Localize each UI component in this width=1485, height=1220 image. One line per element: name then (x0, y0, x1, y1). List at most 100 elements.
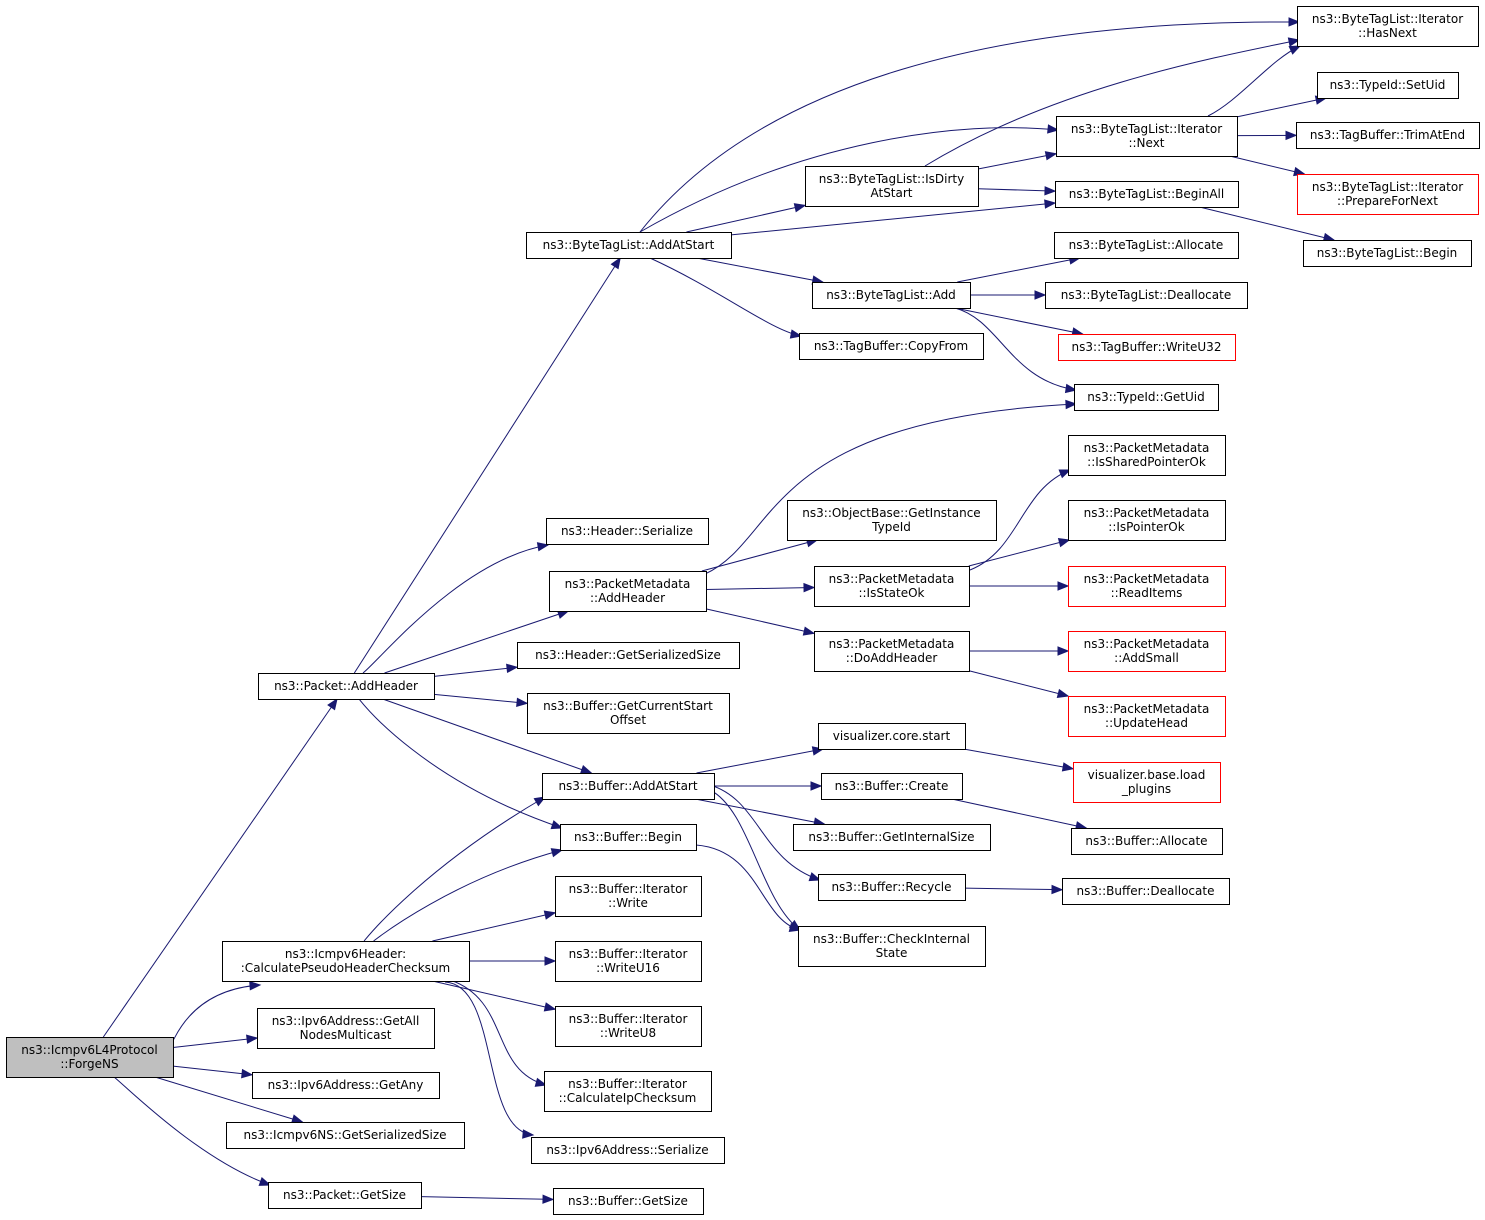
edges-layer (102, 17, 1336, 1204)
node-buf-getinternal[interactable]: ns3::Buffer::GetInternalSize (793, 824, 991, 851)
node-buf-create[interactable]: ns3::Buffer::Create (821, 773, 963, 800)
node-label: ::UpdateHead (1105, 716, 1188, 730)
node-ipv6-serialize[interactable]: ns3::Ipv6Address::Serialize (531, 1137, 725, 1164)
node-label: visualizer.core.start (833, 729, 951, 743)
edge-arrowhead-pm_doaddheader-to-pm_addsmall (1057, 646, 1070, 656)
edge-calc-to-buf_addatstart (363, 796, 546, 942)
node-tb-copyfrom[interactable]: ns3::TagBuffer::CopyFrom (799, 333, 984, 360)
node-box (555, 941, 702, 982)
node-label: ns3::Header::GetSerializedSize (535, 648, 721, 662)
node-bti-next[interactable]: ns3::ByteTagList::Iterator::Next (1056, 116, 1238, 157)
node-buf-addatstart[interactable]: ns3::Buffer::AddAtStart (542, 773, 715, 800)
edge-arrowhead-pm_doaddheader-to-pm_updatehead (1056, 688, 1070, 698)
edge-btl_add-to-typeid_getuid (954, 307, 1077, 391)
node-label: ::Write (608, 896, 648, 910)
node-label: ns3::Buffer::Iterator (569, 947, 688, 961)
node-vis-start[interactable]: visualizer.core.start (818, 723, 966, 750)
node-getany[interactable]: ns3::Ipv6Address::GetAny (252, 1072, 440, 1099)
node-box (1068, 500, 1226, 541)
node-pm-addheader[interactable]: ns3::PacketMetadata::AddHeader (549, 571, 707, 612)
node-buf-getsize[interactable]: ns3::Buffer::GetSize (553, 1188, 704, 1215)
node-label: State (876, 946, 908, 960)
node-bti-prepare[interactable]: ns3::ByteTagList::Iterator::PrepareForNe… (1297, 174, 1479, 215)
edge-arrowhead-btl_isdirty-to-bti_hasnext (1287, 37, 1301, 47)
node-it-write[interactable]: ns3::Buffer::Iterator::Write (555, 876, 702, 917)
edge-forge-to-calc (172, 984, 261, 1041)
node-tb-trimatend[interactable]: ns3::TagBuffer::TrimAtEnd (1296, 122, 1480, 149)
node-it-calcip[interactable]: ns3::Buffer::Iterator::CalculateIpChecks… (544, 1071, 712, 1112)
node-calc[interactable]: ns3::Icmpv6Header::CalculatePseudoHeader… (222, 941, 470, 982)
node-box (549, 571, 707, 612)
node-btl-deallocate[interactable]: ns3::ByteTagList::Deallocate (1045, 282, 1248, 309)
node-typeid-setuid[interactable]: ns3::TypeId::SetUid (1317, 72, 1459, 99)
node-pm-issharedptr[interactable]: ns3::PacketMetadata::IsSharedPointerOk (1068, 435, 1226, 476)
node-label: ns3::ByteTagList::Allocate (1069, 238, 1224, 252)
node-pm-isptrok[interactable]: ns3::PacketMetadata::IsPointerOk (1068, 500, 1226, 541)
node-buf-begin[interactable]: ns3::Buffer::Begin (560, 824, 697, 851)
node-label: _plugins (1121, 782, 1171, 796)
node-label: ns3::Buffer::Deallocate (1077, 884, 1215, 898)
node-pm-doaddheader[interactable]: ns3::PacketMetadata::DoAddHeader (814, 631, 970, 672)
node-pm-addsmall[interactable]: ns3::PacketMetadata::AddSmall (1068, 631, 1226, 672)
edge-arrowhead-addheader-to-buf_begin (550, 820, 564, 830)
edge-arrowhead-calc-to-it_writeu16 (544, 956, 557, 966)
node-label: ::WriteU8 (600, 1026, 656, 1040)
node-btl-allocate[interactable]: ns3::ByteTagList::Allocate (1054, 232, 1239, 259)
node-label: ns3::ByteTagList::Iterator (1071, 122, 1222, 136)
node-box (812, 282, 971, 309)
node-typeid-getuid[interactable]: ns3::TypeId::GetUid (1074, 384, 1219, 411)
node-btl-begin[interactable]: ns3::ByteTagList::Begin (1303, 240, 1472, 267)
node-pm-readitems[interactable]: ns3::PacketMetadata::ReadItems (1068, 566, 1226, 607)
edge-btl_add-to-tb_writeu32 (954, 307, 1083, 335)
edge-arrowhead-buf_recycle-to-buf_deallocate (1051, 884, 1064, 895)
node-label: ns3::PacketMetadata (1084, 572, 1210, 586)
node-icmpns[interactable]: ns3::Icmpv6NS::GetSerializedSize (226, 1122, 465, 1149)
node-label: ns3::Ipv6Address::GetAll (272, 1014, 420, 1028)
edge-bti_next-to-bti_hasnext (1207, 45, 1301, 117)
node-pktsize[interactable]: ns3::Packet::GetSize (268, 1182, 422, 1209)
node-label: ::PrepareForNext (1337, 194, 1438, 208)
node-label: ::IsStateOk (858, 586, 924, 600)
node-box (1074, 384, 1219, 411)
node-hdr-serialize[interactable]: ns3::Header::Serialize (546, 518, 709, 545)
node-addheader[interactable]: ns3::Packet::AddHeader (258, 673, 435, 700)
node-buf-allocate[interactable]: ns3::Buffer::Allocate (1071, 828, 1223, 855)
node-btl-add[interactable]: ns3::ByteTagList::Add (812, 282, 971, 309)
node-label: ns3::ByteTagList::Add (826, 288, 956, 302)
node-box (1056, 116, 1238, 157)
node-box (1068, 631, 1226, 672)
node-label: ns3::Buffer::Create (835, 779, 949, 793)
edge-addheader-to-btl_addatstart (353, 257, 621, 674)
node-pm-isstateok[interactable]: ns3::PacketMetadata::IsStateOk (814, 566, 970, 607)
node-buf-deallocate[interactable]: ns3::Buffer::Deallocate (1062, 878, 1230, 905)
node-vis-loadplugins[interactable]: visualizer.base.load_plugins (1073, 762, 1221, 803)
node-pm-updatehead[interactable]: ns3::PacketMetadata::UpdateHead (1068, 696, 1226, 737)
node-hdr-getsize[interactable]: ns3::Header::GetSerializedSize (517, 642, 740, 669)
edge-arrowhead-btl_addatstart-to-bti_next (1047, 124, 1060, 134)
node-btl-beginall[interactable]: ns3::ByteTagList::BeginAll (1055, 181, 1239, 208)
node-btl-addatstart[interactable]: ns3::ByteTagList::AddAtStart (526, 232, 732, 259)
edge-arrowhead-forge-to-addheader (327, 697, 338, 711)
node-box (1054, 232, 1239, 259)
node-box (1068, 435, 1226, 476)
node-tb-writeu32[interactable]: ns3::TagBuffer::WriteU32 (1058, 334, 1236, 361)
node-label: ::ReadItems (1111, 586, 1183, 600)
node-it-writeu16[interactable]: ns3::Buffer::Iterator::WriteU16 (555, 941, 702, 982)
node-bti-hasnext[interactable]: ns3::ByteTagList::Iterator::HasNext (1297, 6, 1479, 47)
node-label: ::CalculateIpChecksum (559, 1091, 697, 1105)
node-box (1073, 762, 1221, 803)
node-label: ns3::ByteTagList::Deallocate (1061, 288, 1231, 302)
edge-arrowhead-bti_next-to-tb_trimatend (1285, 130, 1298, 141)
edge-pm_addheader-to-pm_doaddheader (705, 608, 815, 634)
node-it-writeu8[interactable]: ns3::Buffer::Iterator::WriteU8 (555, 1006, 702, 1047)
edge-arrowhead-btl_isdirty-to-bti_next (1044, 151, 1058, 161)
node-box (787, 500, 997, 541)
node-buf-recycle[interactable]: ns3::Buffer::Recycle (818, 874, 966, 901)
node-label: ns3::PacketMetadata (829, 637, 955, 651)
edge-calc-to-ipv6_serialize (444, 981, 534, 1136)
